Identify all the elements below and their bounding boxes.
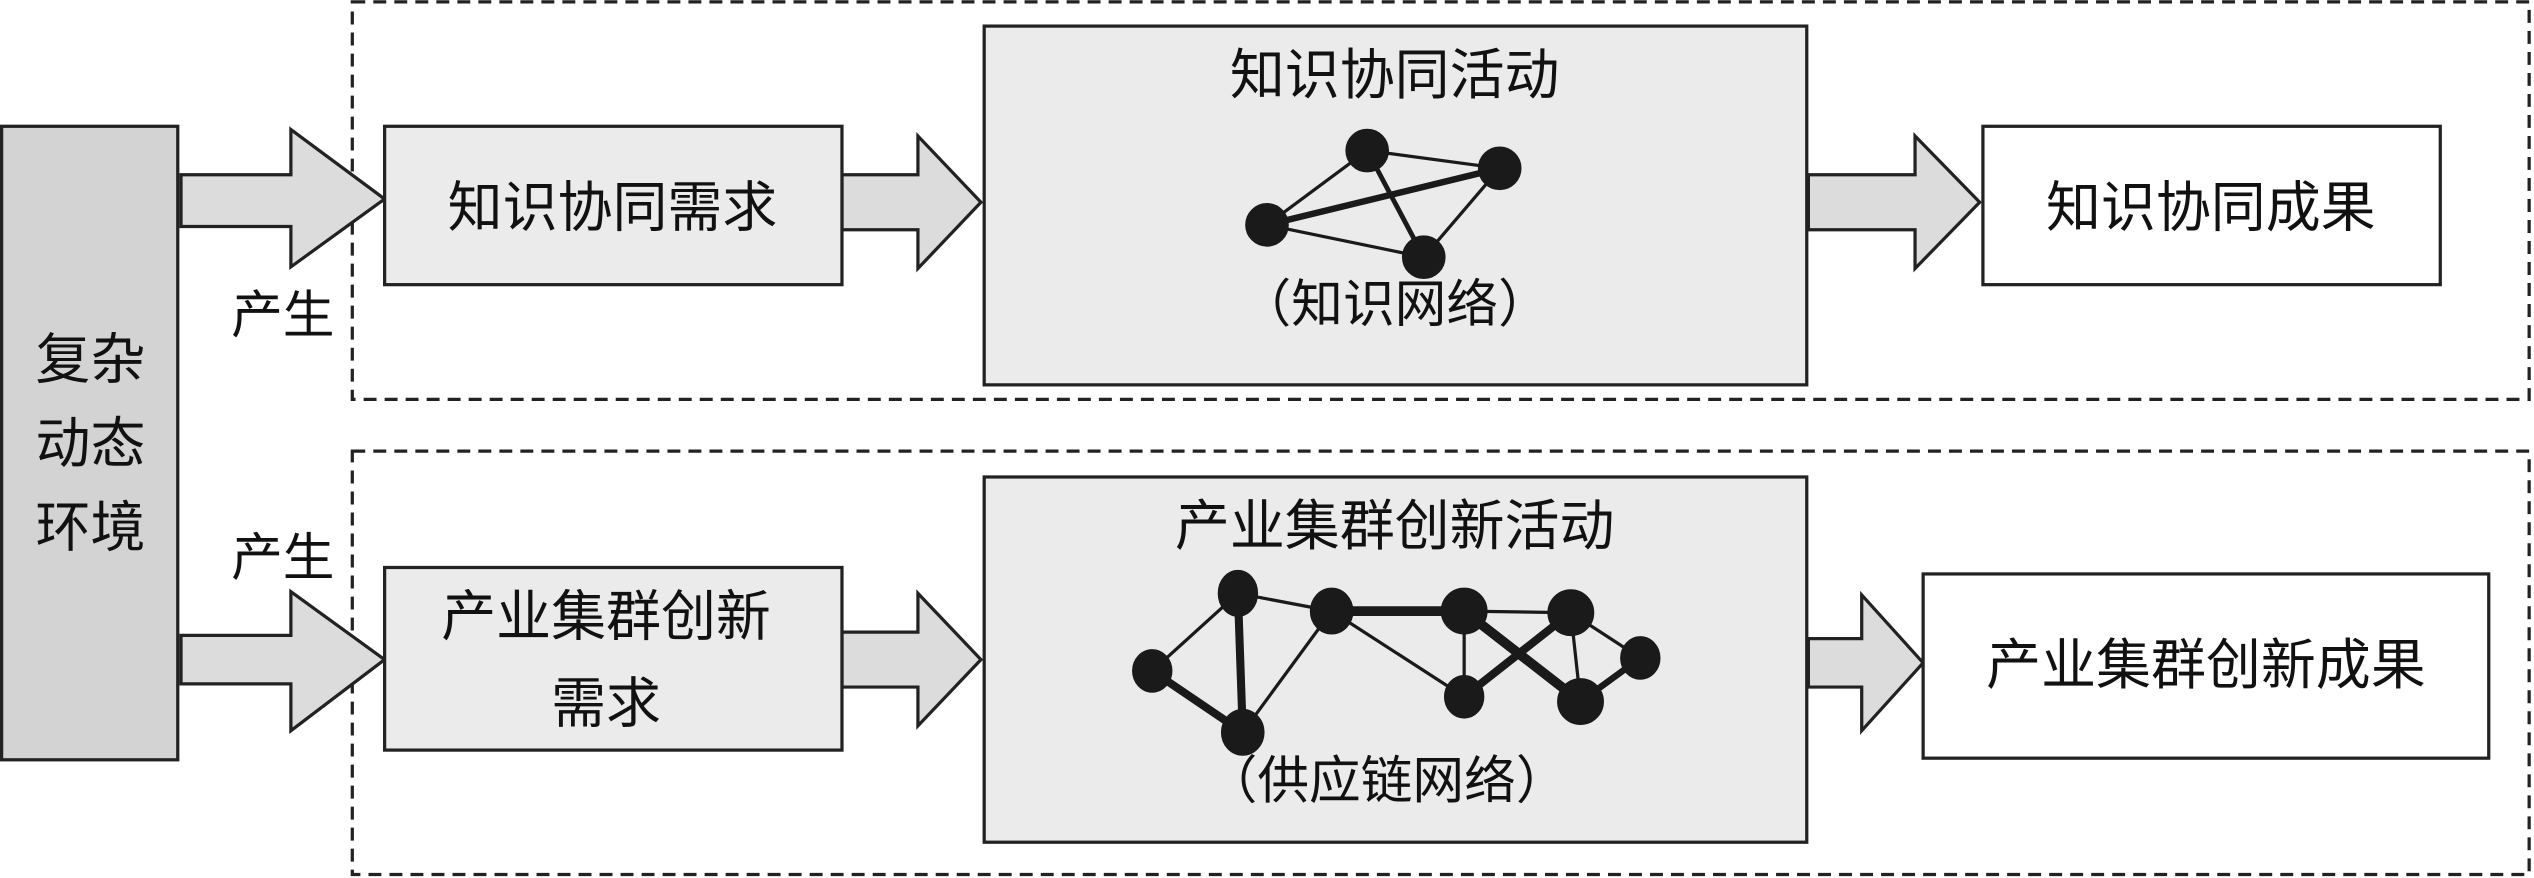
cluster-demand-line-2: 需求 (551, 672, 661, 736)
network-node (1620, 636, 1661, 680)
network-node (1245, 203, 1289, 247)
supply-chain-network (1132, 569, 1661, 756)
network-node (1132, 649, 1173, 693)
network-node (1547, 589, 1595, 637)
environment-line-3: 环境 (36, 495, 146, 559)
arrow-knowledge-demand-to-activity (840, 131, 984, 273)
network-node (1220, 708, 1265, 756)
network-node (1440, 587, 1488, 635)
knowledge-network (1245, 128, 1522, 280)
cluster-outcome-label: 产业集群创新成果 (1986, 633, 2426, 697)
environment-line-1: 复杂 (36, 327, 146, 391)
arrow-label-top: 产生 (231, 286, 334, 346)
network-node (1477, 146, 1522, 191)
network-node (1401, 235, 1446, 280)
network-node (1443, 674, 1485, 719)
environment-box (0, 124, 180, 762)
knowledge-activity-subtitle: （知识网络） (1240, 275, 1550, 335)
cluster-demand-line-1: 产业集群创新 (441, 584, 771, 648)
network-node (1345, 128, 1390, 173)
cluster-demand-box (383, 565, 844, 752)
cluster-activity-subtitle: （供应链网络） (1206, 752, 1568, 812)
knowledge-outcome-box (1981, 124, 2442, 287)
network-node (1309, 587, 1354, 635)
arrow-cluster-demand-to-activity (840, 589, 984, 730)
knowledge-activity-title: 知识协同活动 (1230, 43, 1560, 107)
arrow-knowledge-activity-to-outcome (1806, 132, 1982, 273)
arrow-env-to-knowledge (179, 126, 388, 271)
arrow-label-bottom: 产生 (231, 529, 334, 589)
knowledge-outcome-label: 知识协同成果 (2046, 175, 2376, 239)
cluster-outcome-box (1921, 572, 2491, 760)
network-node (1217, 569, 1259, 617)
cluster-activity-title: 产业集群创新活动 (1175, 494, 1615, 558)
cluster-activity-box (982, 475, 1809, 844)
knowledge-demand-box (383, 124, 844, 287)
knowledge-demand-label: 知识协同需求 (448, 175, 778, 239)
arrow-env-to-cluster (179, 588, 388, 734)
arrow-cluster-activity-to-outcome (1806, 590, 1926, 735)
network-node (1557, 678, 1604, 726)
environment-line-2: 动态 (36, 411, 146, 475)
